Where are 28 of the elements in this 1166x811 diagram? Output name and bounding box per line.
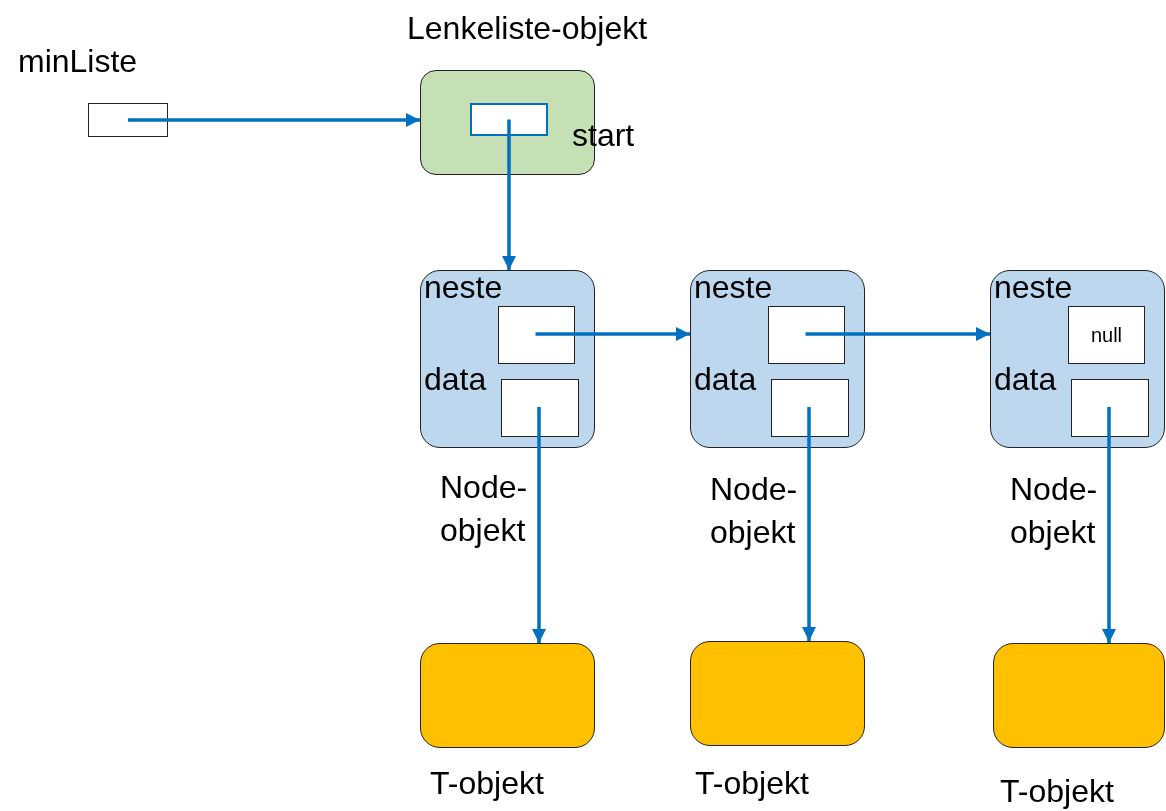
node-object-box (690, 270, 865, 448)
object-caption: Node- objekt (710, 470, 799, 553)
object-label: minListe (18, 45, 138, 77)
arrow (1102, 407, 1116, 643)
arrow (802, 407, 816, 641)
field-label: data (694, 363, 757, 395)
field-label: neste (994, 271, 1073, 303)
object-label: Lenkeliste-objekt (407, 12, 648, 44)
arrow (128, 113, 420, 127)
object-caption: Node- objekt (1010, 470, 1099, 553)
node-object-box (420, 270, 595, 448)
field-label: neste (694, 271, 773, 303)
arrow (535, 327, 690, 341)
arrow (532, 407, 546, 643)
object-caption: Node- objekt (440, 468, 529, 551)
arrow (502, 119, 516, 270)
field-label: data (994, 363, 1057, 395)
field-label: neste (424, 271, 503, 303)
field-value: null (1090, 323, 1123, 347)
data-object-box (993, 643, 1165, 748)
field-label: data (424, 363, 487, 395)
object-caption: T-objekt (695, 764, 810, 803)
data-object-box (420, 643, 595, 748)
data-object-box (690, 641, 865, 746)
node-object-box (990, 270, 1165, 448)
object-caption: T-objekt (430, 764, 545, 803)
arrow (805, 327, 990, 341)
object-caption: T-objekt (1000, 772, 1115, 811)
